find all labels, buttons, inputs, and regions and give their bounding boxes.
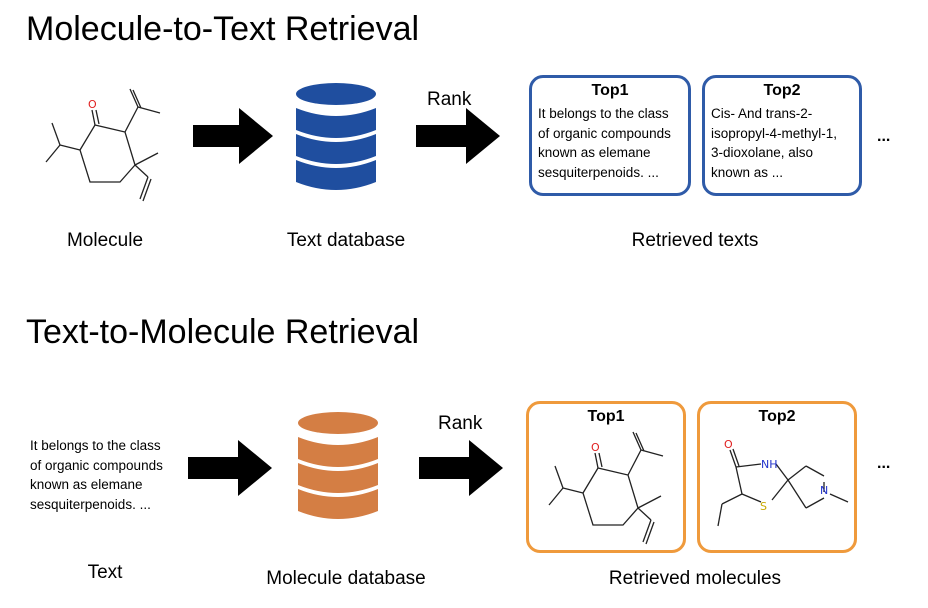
query-line: It belongs to the class	[30, 438, 161, 453]
card-line: sesquiterpenoids. ...	[538, 164, 659, 180]
result-card-top2[interactable]: Top2 O NH S N	[697, 401, 857, 553]
card-line: isopropyl-4-methyl-1,	[711, 125, 838, 141]
molecule-structure-icon: O	[45, 88, 161, 202]
sulfur-atom-label: S	[760, 500, 767, 513]
result-card-top1[interactable]: Top1 It belongs to the class of organic …	[529, 75, 691, 196]
card-heading: Top1	[587, 408, 625, 425]
query-line: of organic compounds	[30, 457, 163, 473]
oxygen-atom-label: O	[591, 441, 600, 454]
card-line: It belongs to the class	[538, 106, 669, 121]
molecule-structure-icon: O NH S N	[717, 438, 849, 527]
more-results-ellipsis: ...	[877, 128, 891, 145]
database-icon	[298, 412, 378, 519]
nh-atom-label: NH	[761, 458, 778, 471]
result-card-top1[interactable]: Top1 O	[526, 401, 686, 553]
card-heading: Top2	[763, 82, 801, 99]
card-line: of organic compounds	[538, 125, 671, 141]
result-card-top2[interactable]: Top2 Cis- And trans-2- isopropyl-4-methy…	[702, 75, 862, 196]
card-line: known as ...	[711, 164, 784, 180]
card-line: Cis- And trans-2-	[711, 106, 813, 121]
card-text: It belongs to the class of organic compo…	[538, 104, 684, 182]
arrow-right-icon	[188, 440, 272, 496]
oxygen-atom-label: O	[724, 438, 733, 451]
top-results-label: Retrieved texts	[631, 230, 759, 251]
card-line: 3-dioxolane, also	[711, 145, 814, 160]
query-text: It belongs to the class of organic compo…	[30, 436, 163, 514]
bottom-results-label: Retrieved molecules	[608, 568, 782, 589]
bottom-input-label: Text	[87, 562, 123, 583]
query-line: known as elemane	[30, 477, 143, 492]
bottom-database-label: Molecule database	[266, 568, 426, 589]
top-input-label: Molecule	[66, 230, 144, 251]
bottom-section-title: Text-to-Molecule Retrieval	[26, 313, 420, 351]
bottom-rank-label: Rank	[438, 413, 483, 434]
card-line: known as elemane	[538, 145, 651, 160]
top-rank-label: Rank	[427, 89, 472, 110]
arrow-right-icon	[419, 440, 503, 496]
more-results-ellipsis: ...	[877, 455, 891, 472]
oxygen-atom-label: O	[88, 98, 97, 111]
molecule-structure-icon: O	[548, 431, 664, 545]
top-database-label: Text database	[286, 230, 406, 251]
arrow-right-icon	[193, 108, 273, 164]
top-section-title: Molecule-to-Text Retrieval	[26, 10, 420, 48]
query-line: sesquiterpenoids. ...	[30, 496, 151, 512]
card-text: Cis- And trans-2- isopropyl-4-methyl-1, …	[711, 104, 855, 182]
database-icon	[296, 83, 376, 190]
arrow-right-icon	[416, 108, 500, 164]
nitrogen-atom-label: N	[820, 484, 828, 497]
card-heading: Top1	[591, 82, 629, 99]
card-heading: Top2	[758, 408, 796, 425]
